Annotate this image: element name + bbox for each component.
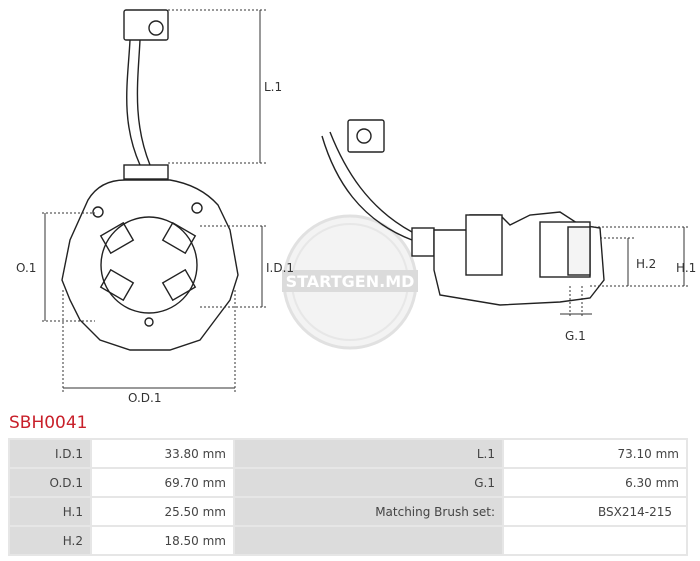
spec-value: BSX214-215 [504, 498, 686, 525]
dim-label-l1: L.1 [264, 80, 282, 94]
dim-label-h2: H.2 [636, 257, 656, 271]
front-view [61, 9, 239, 351]
spec-label: L.1 [235, 440, 502, 467]
spec-label: O.D.1 [10, 469, 90, 496]
spec-table: I.D.1 33.80 mm L.1 73.10 mm O.D.1 69.70 … [8, 438, 688, 556]
spec-label: H.1 [10, 498, 90, 525]
table-row: I.D.1 33.80 mm L.1 73.10 mm [10, 440, 686, 467]
spec-value: 18.50 mm [92, 527, 233, 554]
spec-value [504, 527, 686, 554]
dim-label-o1: O.1 [16, 261, 36, 275]
dim-label-id1: I.D.1 [266, 261, 294, 275]
spec-label [235, 527, 502, 554]
table-row: H.2 18.50 mm [10, 527, 686, 554]
front-dimensions [42, 9, 266, 392]
table-row: O.D.1 69.70 mm G.1 6.30 mm [10, 469, 686, 496]
dim-label-g1: G.1 [565, 329, 586, 343]
spec-value: 33.80 mm [92, 440, 233, 467]
dim-label-h1: H.1 [676, 261, 696, 275]
spec-label: I.D.1 [10, 440, 90, 467]
technical-drawing: STARTGEN.MD L.1 O.1 I.D.1 O.D.1 [16, 9, 696, 405]
spec-value: 6.30 mm [504, 469, 686, 496]
spec-label: G.1 [235, 469, 502, 496]
spec-value: 25.50 mm [92, 498, 233, 525]
side-dimensions [560, 226, 690, 318]
product-code: SBH0041 [9, 413, 88, 433]
spec-value: 69.70 mm [92, 469, 233, 496]
watermark-logo: STARTGEN.MD [282, 214, 418, 350]
spec-value: 73.10 mm [504, 440, 686, 467]
spec-label: H.2 [10, 527, 90, 554]
spec-label: Matching Brush set: [235, 498, 502, 525]
watermark-text: STARTGEN.MD [286, 272, 415, 291]
table-row: H.1 25.50 mm Matching Brush set: BSX214-… [10, 498, 686, 525]
dim-label-od1: O.D.1 [128, 391, 161, 405]
